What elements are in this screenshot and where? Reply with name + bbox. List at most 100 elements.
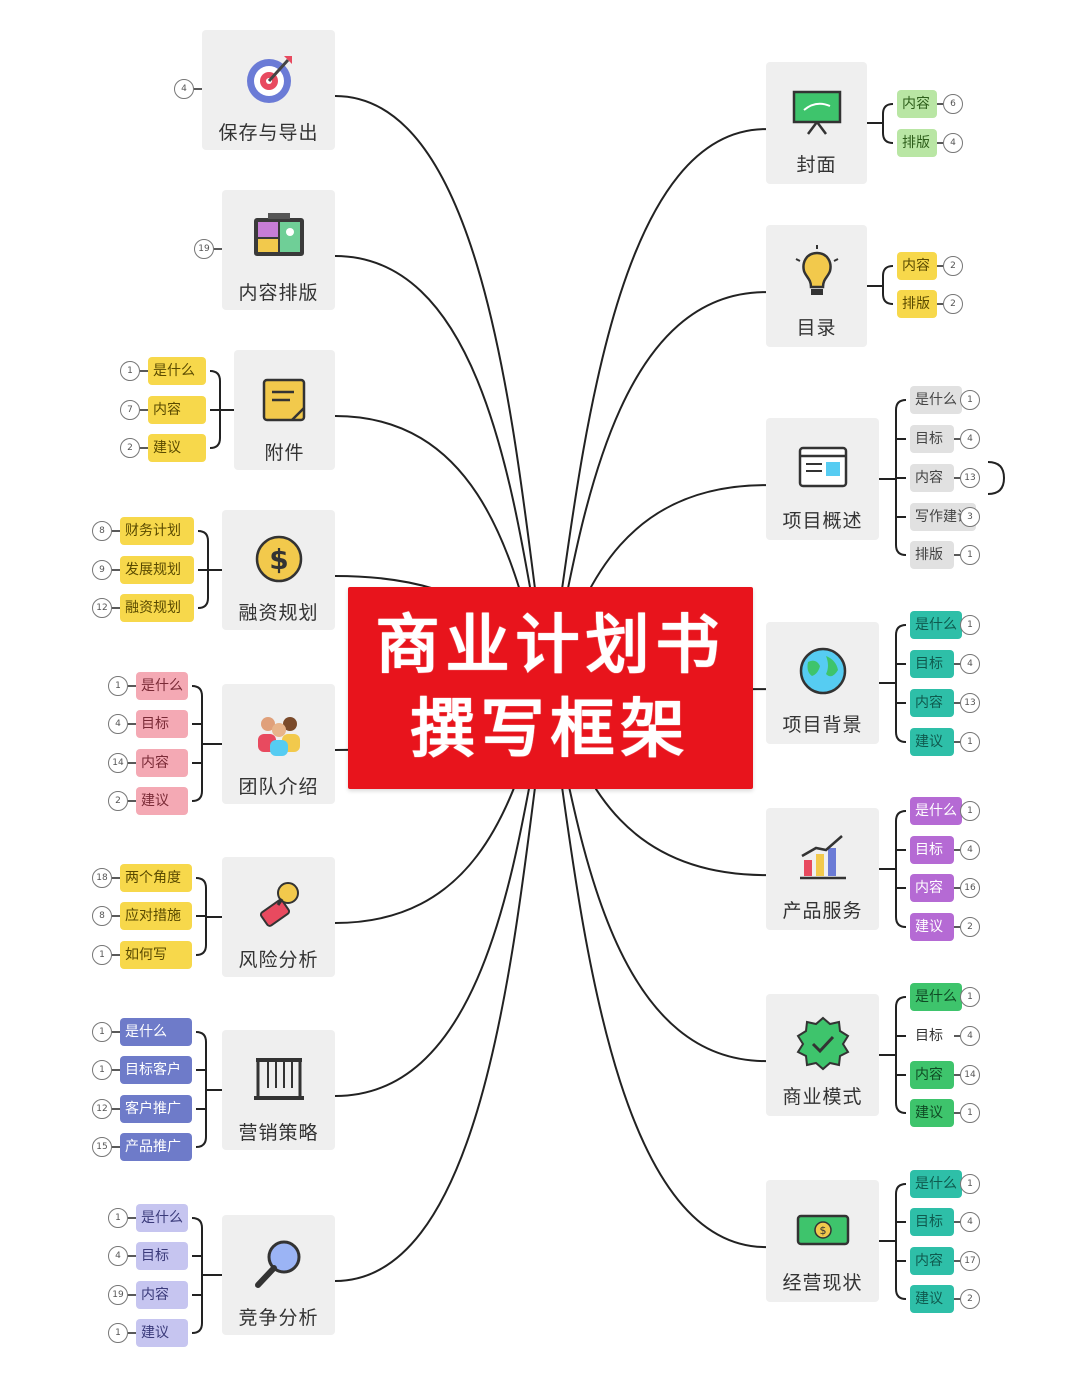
leaf-item[interactable]: 是什么 bbox=[120, 1018, 192, 1046]
branch-product[interactable]: 产品服务 bbox=[766, 808, 879, 930]
leaf-item[interactable]: 内容 bbox=[897, 90, 937, 118]
branch-compete[interactable]: 竞争分析 bbox=[222, 1215, 335, 1335]
leaf-item[interactable]: 目标 bbox=[136, 710, 188, 738]
globe-icon bbox=[792, 640, 854, 702]
branch-label: 团队介绍 bbox=[238, 776, 319, 798]
branch-label: 保存与导出 bbox=[218, 122, 319, 144]
svg-text:$: $ bbox=[269, 543, 288, 576]
count-badge: 4 bbox=[960, 654, 980, 674]
branch-finance[interactable]: $融资规划 bbox=[222, 510, 335, 630]
leaf-item[interactable]: 财务计划 bbox=[120, 517, 194, 545]
count-badge: 1 bbox=[960, 732, 980, 752]
leaf-item[interactable]: 目标 bbox=[910, 425, 954, 453]
leaf-item[interactable]: 融资规划 bbox=[120, 594, 194, 622]
leaf-item[interactable]: 内容 bbox=[910, 464, 954, 492]
leaf-item[interactable]: 是什么 bbox=[910, 797, 962, 825]
leaf-item[interactable]: 客户推广 bbox=[120, 1095, 192, 1123]
leaf-item[interactable]: 建议 bbox=[148, 434, 206, 462]
leaf-item[interactable]: 内容 bbox=[910, 689, 954, 717]
count-badge: 13 bbox=[960, 468, 980, 488]
count-badge: 14 bbox=[960, 1065, 980, 1085]
count-badge: 1 bbox=[960, 615, 980, 635]
svg-text:$: $ bbox=[819, 1224, 826, 1237]
leaf-item[interactable]: 内容 bbox=[136, 1281, 188, 1309]
bracket bbox=[895, 810, 907, 928]
count-badge: 4 bbox=[960, 1026, 980, 1046]
count-badge: 12 bbox=[92, 1099, 112, 1119]
branch-label: 目录 bbox=[796, 317, 837, 339]
count-badge: 1 bbox=[92, 1022, 112, 1042]
count-badge: 4 bbox=[943, 133, 963, 153]
count-badge: 16 bbox=[960, 878, 980, 898]
central-topic[interactable]: 商业计划书 撰写框架 bbox=[348, 587, 753, 789]
bar-chart-icon bbox=[792, 826, 854, 888]
bracket bbox=[895, 1183, 907, 1300]
leaf-item[interactable]: 目标客户 bbox=[120, 1056, 192, 1084]
leaf-item[interactable]: 是什么 bbox=[910, 1170, 962, 1198]
leaf-item[interactable]: 目标 bbox=[910, 1208, 954, 1236]
bracket bbox=[195, 1031, 207, 1148]
branch-label: 经营现状 bbox=[782, 1272, 863, 1294]
leaf-item[interactable]: 建议 bbox=[910, 728, 954, 756]
leaf-item[interactable]: 建议 bbox=[910, 913, 954, 941]
leaf-item[interactable]: 内容 bbox=[148, 396, 206, 424]
branch-status[interactable]: $ 经营现状 bbox=[766, 1180, 879, 1302]
leaf-item[interactable]: 应对措施 bbox=[120, 902, 192, 930]
leaf-item[interactable]: 是什么 bbox=[910, 983, 962, 1011]
count-badge: 8 bbox=[92, 906, 112, 926]
branch-save[interactable]: 保存与导出 bbox=[202, 30, 335, 150]
branch-attach[interactable]: 附件 bbox=[234, 350, 335, 470]
count-badge: 4 bbox=[108, 1246, 128, 1266]
leaf-item[interactable]: 内容 bbox=[136, 749, 188, 777]
leaf-item[interactable]: 内容 bbox=[897, 252, 937, 280]
branch-background[interactable]: 项目背景 bbox=[766, 622, 879, 744]
branch-layout[interactable]: 内容排版 bbox=[222, 190, 335, 310]
leaf-item[interactable]: 内容 bbox=[910, 874, 954, 902]
branch-toc[interactable]: 目录 bbox=[766, 225, 867, 347]
leaf-item[interactable]: 是什么 bbox=[148, 357, 206, 385]
branch-cover[interactable]: 封面 bbox=[766, 62, 867, 184]
count-badge: 4 bbox=[960, 429, 980, 449]
count-badge: 1 bbox=[120, 361, 140, 381]
leaf-item[interactable]: 建议 bbox=[910, 1285, 954, 1313]
leaf-item[interactable]: 是什么 bbox=[136, 672, 188, 700]
count-badge: 2 bbox=[960, 1289, 980, 1309]
leaf-item[interactable]: 是什么 bbox=[910, 611, 962, 639]
count-badge: 12 bbox=[92, 598, 112, 618]
branch-marketing[interactable]: 营销策略 bbox=[222, 1030, 335, 1150]
branch-overview[interactable]: 项目概述 bbox=[766, 418, 879, 540]
leaf-item[interactable]: 排版 bbox=[897, 290, 937, 318]
leaf-item[interactable]: 建议 bbox=[910, 1099, 954, 1127]
branch-risk[interactable]: 风险分析 bbox=[222, 857, 335, 977]
leaf-item[interactable]: 内容 bbox=[910, 1247, 954, 1275]
count-badge: 1 bbox=[92, 1060, 112, 1080]
leaf-item[interactable]: 建议 bbox=[136, 787, 188, 815]
leaf-item[interactable]: 排版 bbox=[897, 129, 937, 157]
count-badge: 1 bbox=[108, 676, 128, 696]
count-badge: 2 bbox=[943, 256, 963, 276]
leaf-item[interactable]: 目标 bbox=[136, 1242, 188, 1270]
coin-icon: $ bbox=[248, 528, 310, 590]
leaf-item[interactable]: 建议 bbox=[136, 1319, 188, 1347]
team-icon bbox=[248, 702, 310, 764]
leaf-item[interactable]: 如何写 bbox=[120, 941, 192, 969]
leaf-item[interactable]: 目标 bbox=[910, 650, 954, 678]
count-badge: 18 bbox=[92, 868, 112, 888]
leaf-item[interactable]: 两个角度 bbox=[120, 864, 192, 892]
leaf-item[interactable]: 是什么 bbox=[910, 386, 962, 414]
branch-team[interactable]: 团队介绍 bbox=[222, 684, 335, 804]
leaf-item[interactable]: 内容 bbox=[910, 1061, 954, 1089]
leaf-item[interactable]: 产品推广 bbox=[120, 1133, 192, 1161]
count-badge: 15 bbox=[92, 1137, 112, 1157]
count-badge: 1 bbox=[960, 1103, 980, 1123]
leaf-item[interactable]: 目标 bbox=[915, 1028, 943, 1044]
count-badge: 4 bbox=[960, 1212, 980, 1232]
leaf-item[interactable]: 是什么 bbox=[136, 1204, 188, 1232]
leaf-item[interactable]: 排版 bbox=[910, 541, 954, 569]
branch-label: 竞争分析 bbox=[238, 1307, 319, 1329]
leaf-item[interactable]: 发展规划 bbox=[120, 556, 194, 584]
leaf-item[interactable]: 目标 bbox=[910, 836, 954, 864]
branch-model[interactable]: 商业模式 bbox=[766, 994, 879, 1116]
count-badge: 17 bbox=[960, 1251, 980, 1271]
